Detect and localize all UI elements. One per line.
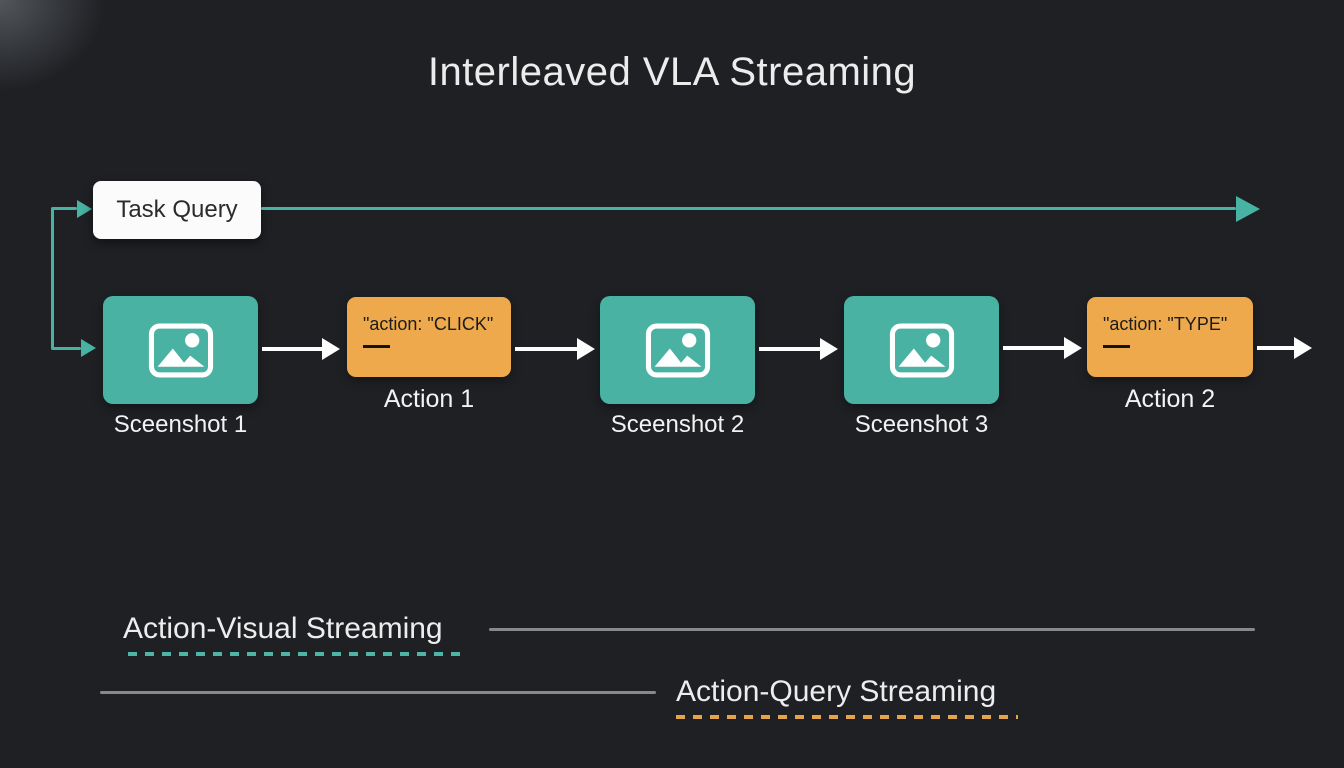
action-2-code: "action: "TYPE" [1103, 314, 1228, 334]
action-visual-streaming-label: Action-Visual Streaming [123, 612, 443, 645]
flow-arrow [759, 337, 838, 361]
task-query-box: Task Query [93, 181, 261, 239]
action-1-label: Action 1 [383, 385, 475, 413]
arrow-shaft [759, 347, 823, 351]
query-stream-line [261, 207, 1236, 210]
arrow-right-icon [81, 339, 96, 357]
arrow-right-icon [1294, 337, 1312, 359]
flow-arrow [1257, 336, 1312, 360]
arrow-shaft [515, 347, 580, 351]
arrow-right-icon [322, 338, 340, 360]
arrow-right-icon [1064, 337, 1082, 359]
diagram-title: Interleaved VLA Streaming [427, 50, 917, 94]
screenshot-1-box [103, 296, 258, 404]
action-1-box: "action: "CLICK" [347, 297, 511, 377]
dash-icon [363, 345, 390, 348]
flow-arrow [262, 337, 340, 361]
query-branch-top-line [51, 207, 77, 210]
screenshot-3-box [844, 296, 999, 404]
orange-dashed-underline [676, 715, 1018, 719]
dash-icon [1103, 345, 1130, 348]
arrow-right-icon [577, 338, 595, 360]
flow-arrow [1003, 336, 1082, 360]
teal-dashed-underline [128, 652, 466, 656]
action-query-streaming-label: Action-Query Streaming [676, 675, 997, 708]
arrow-shaft [1257, 346, 1297, 350]
image-icon [645, 323, 710, 377]
arrow-shaft [262, 347, 325, 351]
task-query-label: Task Query [116, 196, 238, 223]
screenshot-2-label: Sceenshot 2 [610, 411, 745, 438]
screenshot-1-label: Sceenshot 1 [113, 411, 248, 438]
arrow-right-icon [1236, 196, 1260, 222]
screenshot-2-box [600, 296, 755, 404]
image-icon [889, 323, 954, 377]
arrow-right-icon [77, 200, 92, 218]
action-2-label: Action 2 [1124, 385, 1216, 413]
image-icon [148, 323, 213, 377]
legend-line [489, 628, 1255, 631]
query-branch-bottom-line [51, 347, 81, 350]
arrow-right-icon [820, 338, 838, 360]
legend-line [100, 691, 656, 694]
query-branch-vertical-line [51, 208, 54, 349]
action-2-box: "action: "TYPE" [1087, 297, 1253, 377]
arrow-shaft [1003, 346, 1067, 350]
action-1-code: "action: "CLICK" [363, 314, 494, 334]
screenshot-3-label: Sceenshot 3 [854, 411, 989, 438]
flow-arrow [515, 337, 595, 361]
